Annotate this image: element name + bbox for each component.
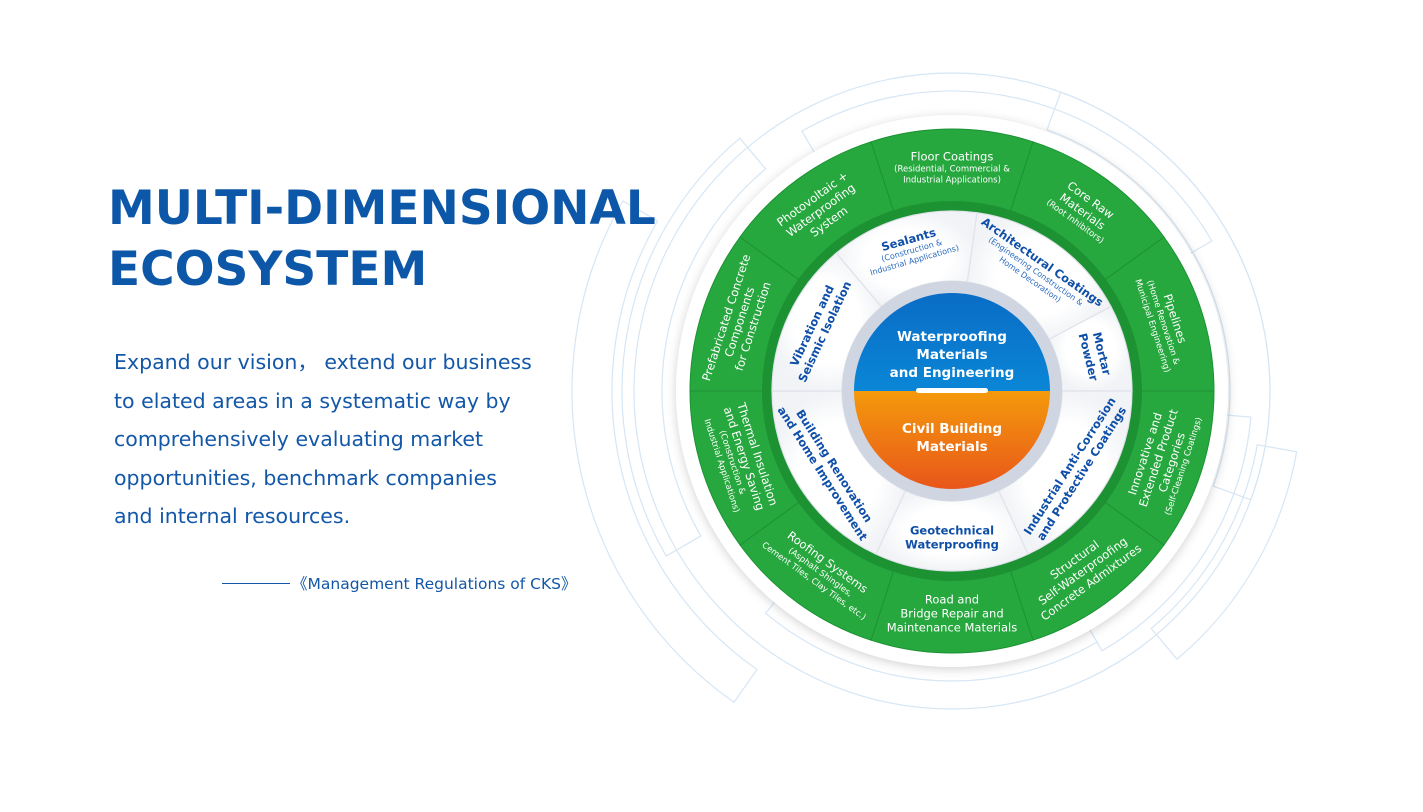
segment-title: Bridge Repair and [900,607,1003,621]
description-line: and internal resources. [114,504,351,528]
decorative-arc [571,200,758,704]
outer-segment-label: Floor Coatings(Residential, Commercial &… [894,150,1010,186]
core-top-label: and Engineering [890,365,1015,381]
segment-title: Maintenance Materials [887,621,1017,635]
core-divider [916,388,988,393]
source-citation: 《Management Regulations of CKS》 [222,572,577,594]
segment-title: Geotechnical [910,524,994,538]
decorative-arc [1150,444,1298,660]
segment-subtitle: Industrial Applications) [903,176,1001,186]
description-line: opportunities, benchmark companies [114,465,497,490]
core-top-label: Materials [916,347,987,363]
description-line: to elated areas in a systematic way by [114,388,511,413]
decorative-ring [633,72,1271,710]
core-top-label: Waterproofing [897,329,1007,345]
core-bottom-label: Civil Building [902,421,1002,437]
page-title: MULTI-DIMENSIONAL ECOSYSTEM [108,178,656,300]
inner-ring [771,210,1133,572]
segment-title: Road and [925,593,979,607]
title-line-2: ECOSYSTEM [108,242,428,297]
segment-title: Floor Coatings [911,150,994,164]
description-line: Expand our vision， extend our business [114,350,532,374]
outer-ring [689,128,1215,654]
citation-text: 《Management Regulations of CKS》 [292,575,577,593]
outer-ring-band [762,201,1142,581]
segment-subtitle: (Residential, Commercial & [894,165,1010,175]
core-bottom-label: Materials [916,439,987,455]
decorative-arc [621,137,767,557]
citation-rule [222,582,290,584]
description-paragraph: Expand our vision， extend our business t… [114,343,594,536]
title-line-1: MULTI-DIMENSIONAL [108,181,656,236]
segment-title: Waterproofing [905,538,999,552]
description-line: comprehensively evaluating market [114,427,484,451]
